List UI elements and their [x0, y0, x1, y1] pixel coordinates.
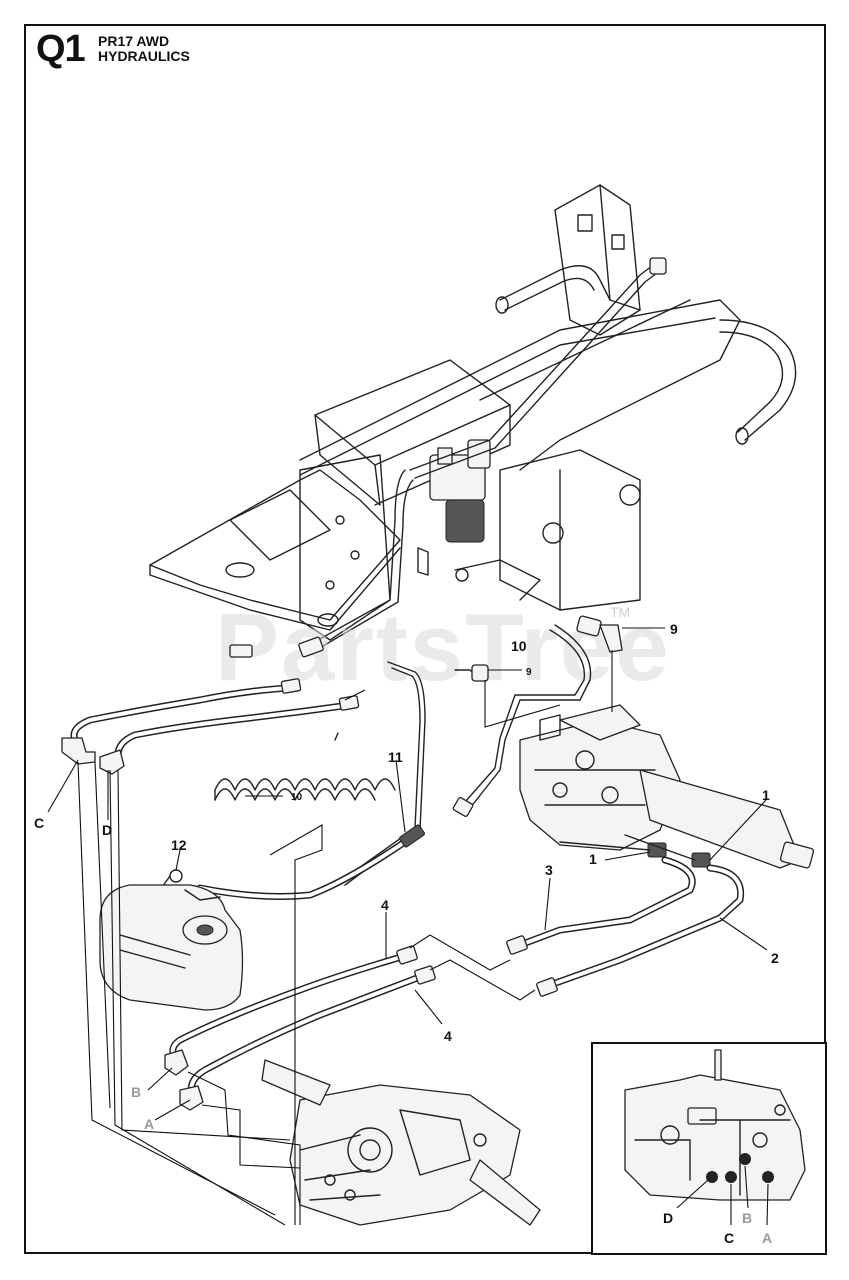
port-label-c: C	[34, 815, 44, 831]
reservoir-tank	[99, 884, 244, 1011]
callout-4-upper: 4	[381, 897, 389, 913]
spring-10	[214, 732, 396, 801]
routing-lines	[77, 650, 613, 1226]
callout-1-right: 1	[762, 787, 770, 803]
callout-9-top: 9	[670, 621, 678, 637]
inset-label-c: C	[724, 1230, 734, 1246]
port-label-d: D	[102, 822, 112, 838]
rear-transaxle	[261, 1059, 541, 1226]
diagram-frame	[24, 24, 826, 1254]
section-title: PR17 AWD HYDRAULICS	[98, 34, 190, 64]
inset-port-a	[762, 1171, 774, 1183]
port-detail-inset: D C B A	[591, 1042, 827, 1255]
callout-9-mid: 9	[526, 667, 532, 678]
rigid-pipes	[159, 615, 623, 900]
inset-label-b: B	[742, 1210, 752, 1226]
callout-4-lower: 4	[444, 1028, 452, 1044]
callout-2: 2	[771, 950, 779, 966]
callout-3: 3	[545, 862, 553, 878]
callout-12: 12	[171, 837, 187, 853]
inset-port-b	[739, 1153, 751, 1165]
hoses-1-4	[164, 856, 745, 1111]
port-label-b: B	[131, 1084, 141, 1100]
inset-port-c	[725, 1171, 737, 1183]
model-label: PR17 AWD	[98, 33, 170, 49]
front-transaxle	[519, 704, 815, 869]
inset-label-a: A	[762, 1230, 772, 1246]
watermark-tm: TM	[610, 604, 630, 620]
subtitle-label: HYDRAULICS	[98, 48, 190, 64]
hoses-cd	[61, 636, 360, 775]
inset-port-d	[706, 1171, 718, 1183]
callout-labels: 9 10 9 1 1 2 3 4 4 11 12 10 C D B A	[34, 621, 779, 1132]
port-label-a: A	[144, 1116, 154, 1132]
callout-leaders	[47, 627, 768, 1121]
inset-label-d: D	[663, 1210, 673, 1226]
callout-1-left: 1	[589, 851, 597, 867]
callout-10-top: 10	[511, 638, 527, 654]
chassis-frame	[149, 184, 797, 657]
callout-10-spring: 10	[291, 792, 303, 803]
callout-11: 11	[388, 749, 403, 765]
section-code: Q1	[36, 28, 86, 70]
